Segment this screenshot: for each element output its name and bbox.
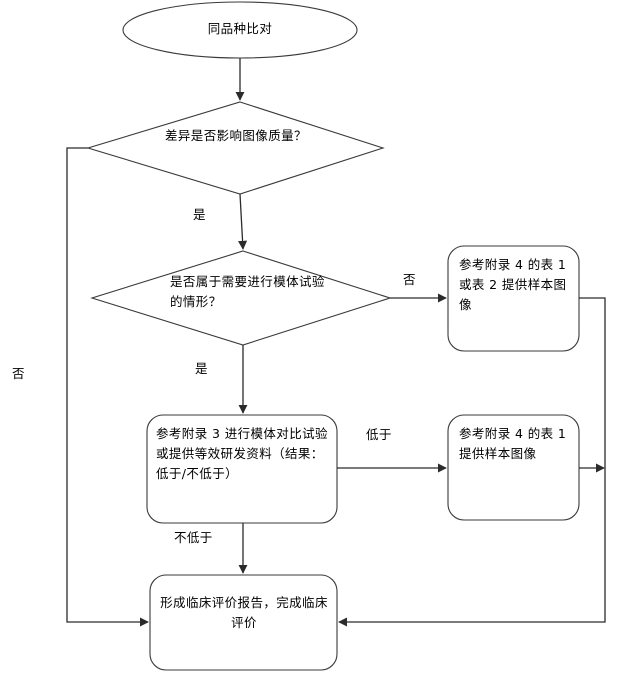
process-phantom-label: 参考附录 3 进行模体对比试验或提供等效研发资料（结果：低于/不低于） — [156, 426, 328, 481]
process-report-label: 形成临床评价报告，完成临床评价 — [160, 595, 328, 630]
decision-image-quality-shape — [86, 101, 385, 195]
edge-label-result-below: 低于 — [366, 427, 392, 442]
start-node-label: 同品种比对 — [207, 21, 273, 36]
edge-label-result-not-below: 不低于 — [174, 530, 213, 545]
edge-label-phantom-yes: 是 — [195, 361, 208, 376]
decision-image-quality-label: 差异是否影响图像质量？ — [165, 128, 307, 143]
process-report-shape — [149, 574, 338, 671]
process-phantom-shape — [146, 414, 338, 524]
edge-label-phantom-no: 否 — [403, 272, 416, 287]
right-sample-table1-label: 参考附录 4 的表 1 提供样本图像 — [459, 426, 571, 461]
connector-quality-no-to-report — [66, 147, 149, 627]
decision-phantom-test-label: 是否属于需要进行模体试验的情形？ — [170, 274, 325, 309]
edge-label-quality-no: 否 — [12, 366, 25, 381]
right-sample-table12-label: 参考附录 4 的表 1 或表 2 提供样本图像 — [459, 257, 571, 312]
connector-sample12-to-report — [338, 297, 606, 627]
connector-quality-yes-to-phantom — [238, 193, 248, 250]
edge-label-quality-yes: 是 — [193, 207, 206, 222]
